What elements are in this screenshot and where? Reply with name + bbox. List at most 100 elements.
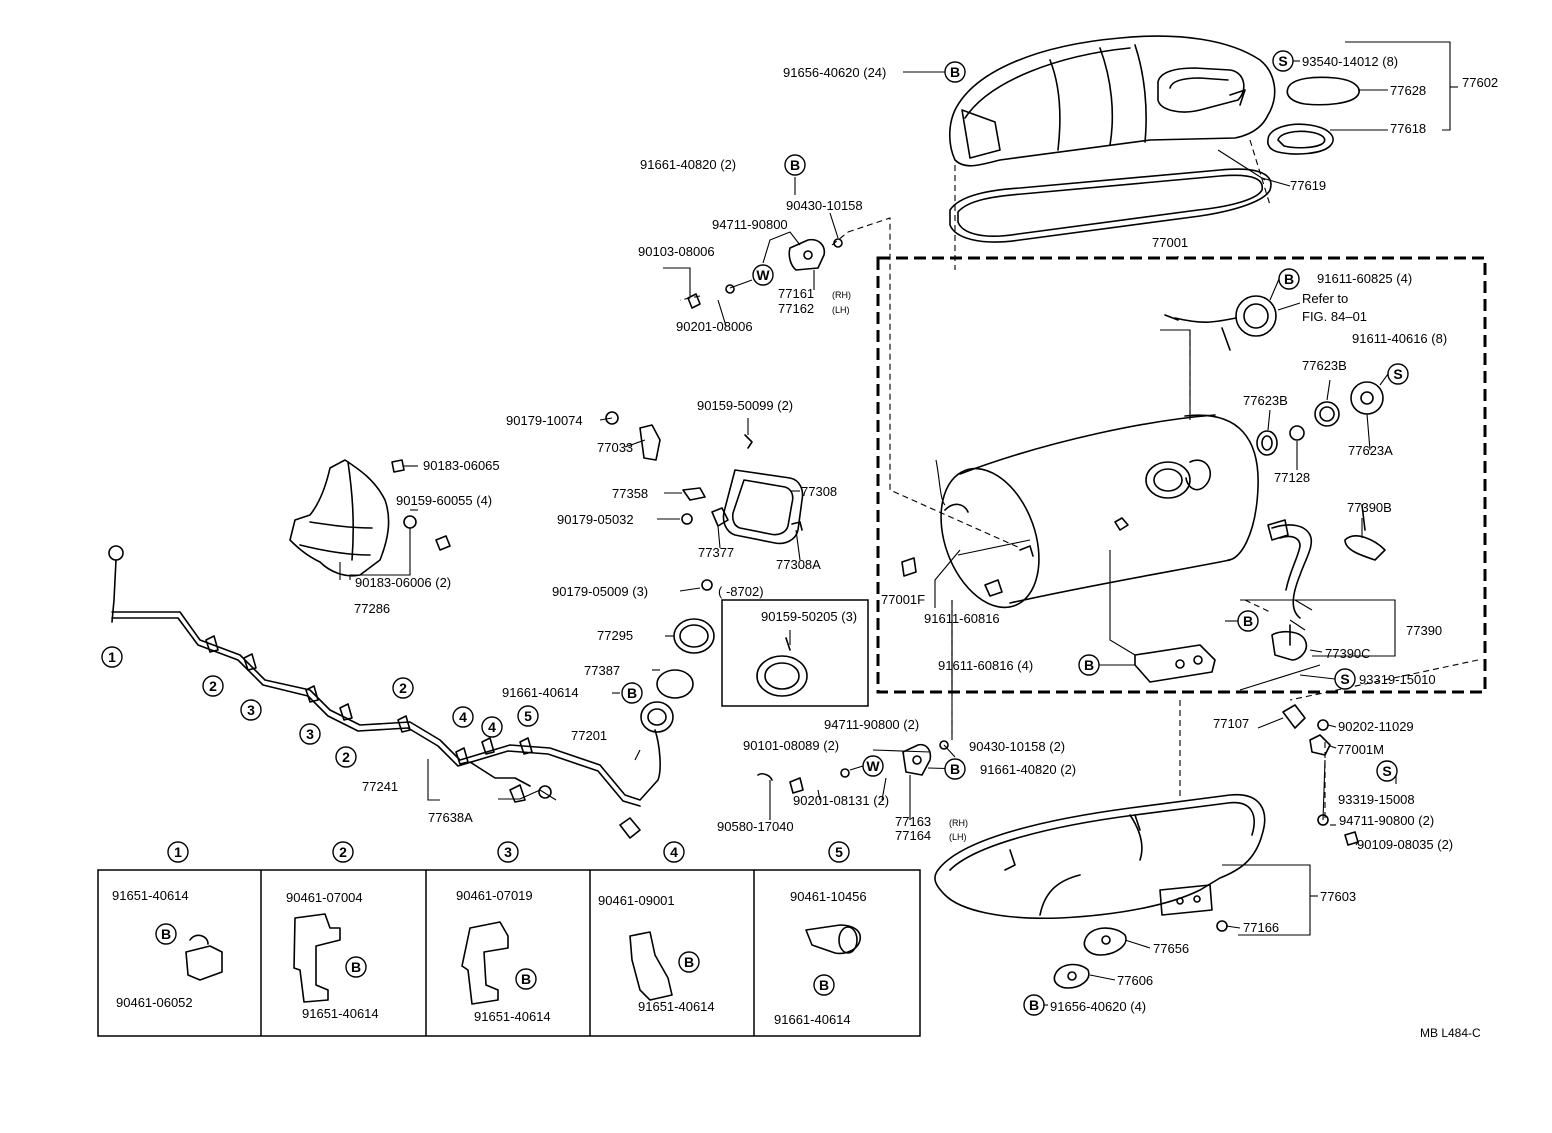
dashed-leader-line	[831, 231, 849, 246]
fastener-type-marker-text: B	[1243, 613, 1253, 629]
detail-header-marker-text: 2	[339, 844, 347, 860]
part-number-label: 77107	[1213, 716, 1249, 731]
detail-fastener-marker-ring	[678, 951, 700, 973]
part-number-label: 94711-90800 (2)	[824, 717, 919, 732]
callout-number-marker-text: 3	[247, 702, 255, 718]
detail-header-marker: 3	[497, 841, 519, 863]
part-number-label: (LH)	[832, 305, 850, 315]
part-number-label: 77606	[1117, 973, 1153, 988]
fastener-type-marker-ring	[1278, 268, 1300, 290]
fastener-type-marker-ring	[1023, 994, 1045, 1016]
part-number-label: 77241	[362, 779, 398, 794]
fastener-type-marker-text: B	[790, 157, 800, 173]
fastener-type-marker: S	[1387, 363, 1409, 385]
detail-header-marker-text: 3	[504, 844, 512, 860]
leader-line	[817, 789, 821, 801]
callout-number-marker-ring	[101, 646, 123, 668]
part-number-label: 90183-06006 (2)	[355, 575, 451, 590]
fastener-type-marker-ring	[1334, 668, 1356, 690]
callout-number-marker-text: 2	[342, 749, 350, 765]
callout-number-marker: 4	[452, 706, 474, 728]
part-number-label: 91661-40820 (2)	[640, 157, 736, 172]
part-number-label: (RH)	[949, 818, 968, 828]
callout-number-marker-ring	[240, 699, 262, 721]
part-number-label: 77602	[1462, 75, 1498, 90]
detail-header-marker-text: 4	[670, 844, 678, 860]
fastener-type-marker: B	[621, 682, 643, 704]
part-number-label: 77033	[597, 440, 633, 455]
part-number-label: 77166	[1243, 920, 1279, 935]
callout-number-marker-ring	[202, 675, 224, 697]
fastener-type-marker: B	[1278, 268, 1300, 290]
detail-fastener-marker-text: B	[521, 971, 531, 987]
leader-line	[1257, 717, 1284, 729]
part-number-label: 93540-14012 (8)	[1302, 54, 1398, 69]
fastener-type-marker-ring	[944, 758, 966, 780]
detail-fastener-marker: B	[813, 974, 835, 996]
fastener-type-marker: S	[1272, 50, 1294, 72]
part-number-label: 93319-15008	[1338, 792, 1415, 807]
leader-line	[1222, 864, 1311, 936]
part-number-label: 77162	[778, 301, 814, 316]
callout-number-marker-ring	[392, 677, 414, 699]
detail-fastener-marker-ring	[345, 956, 367, 978]
part-number-label: 91661-40614	[502, 685, 579, 700]
detail-parts-drawing	[185, 913, 862, 1005]
part-number-label: 93319-15010	[1359, 672, 1436, 687]
leader-line	[795, 529, 801, 561]
leader-line	[1322, 759, 1326, 821]
fastener-type-marker: S	[1334, 668, 1356, 690]
detail-top-part-number: 90461-07019	[456, 888, 533, 903]
part-number-label: 91656-40620 (4)	[1050, 999, 1146, 1014]
detail-top-part-number: 91651-40614	[112, 888, 189, 903]
part-number-label: 91656-40620 (24)	[783, 65, 886, 80]
part-number-label: 77295	[597, 628, 633, 643]
leader-line	[1299, 674, 1336, 680]
callout-number-marker: 2	[202, 675, 224, 697]
detail-fastener-marker: B	[515, 968, 537, 990]
inset-box	[721, 599, 869, 707]
leader-line	[1309, 649, 1323, 653]
callout-number-marker: 2	[335, 746, 357, 768]
callout-number-marker: 4	[481, 716, 503, 738]
detail-top-part-number: 90461-07004	[286, 890, 363, 905]
fastener-type-marker-ring	[784, 154, 806, 176]
callout-number-marker: 5	[517, 705, 539, 727]
dashed-leader-line	[847, 217, 1021, 549]
leader-line	[829, 212, 839, 239]
part-number-label: 77286	[354, 601, 390, 616]
part-number-label: 77628	[1390, 83, 1426, 98]
callout-number-marker-ring	[517, 705, 539, 727]
leader-line	[934, 549, 961, 608]
fastener-type-marker-text: B	[950, 64, 960, 80]
leader-line	[1277, 302, 1301, 311]
leader-line	[1366, 413, 1371, 451]
part-number-label: FIG. 84–01	[1302, 309, 1367, 324]
leader-line	[935, 459, 946, 506]
part-number-label: 90430-10158 (2)	[969, 739, 1065, 754]
part-number-label: 77308	[801, 484, 837, 499]
detail-header-marker-ring	[663, 841, 685, 863]
leader-line	[349, 528, 411, 580]
part-number-label: 90159-50099 (2)	[697, 398, 793, 413]
leader-line	[599, 417, 613, 421]
leader-line	[1327, 724, 1337, 728]
leader-line	[717, 525, 721, 549]
callout-number-marker-ring	[299, 723, 321, 745]
detail-header-marker-text: 1	[174, 844, 182, 860]
leader-line	[1269, 278, 1280, 301]
leader-line	[1109, 550, 1136, 656]
fastener-type-marker: B	[1023, 994, 1045, 1016]
leader-line	[1289, 619, 1306, 631]
detail-header-marker-ring	[828, 841, 850, 863]
detail-fastener-marker-text: B	[684, 954, 694, 970]
fastener-type-marker: W	[752, 264, 774, 286]
leader-line	[1345, 41, 1451, 131]
leader-line	[849, 765, 864, 771]
detail-table	[97, 869, 921, 1037]
part-number-label: 77308A	[776, 557, 821, 572]
fastener-type-marker: S	[1376, 760, 1398, 782]
part-number-label: 77623B	[1243, 393, 1288, 408]
part-number-label: 90202-11029	[1338, 719, 1414, 734]
tank-assembly-boundary	[876, 256, 1487, 694]
